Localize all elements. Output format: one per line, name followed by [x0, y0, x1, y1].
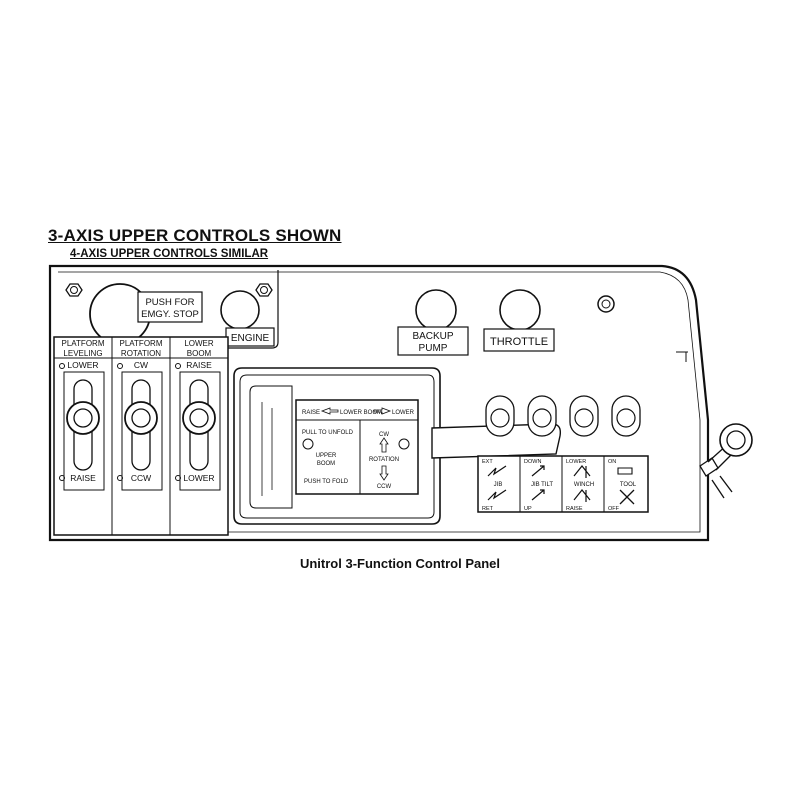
switch-1-top-label: LOWER: [67, 360, 98, 370]
bolt-top-left: [65, 283, 83, 297]
diagram-heading: 3-AXIS UPPER CONTROLS SHOWN: [48, 226, 342, 245]
decal-2-middle: JIB TILT: [531, 482, 553, 488]
placard-lower: LOWER: [392, 410, 415, 416]
switch-1-bottom-label: RAISE: [70, 473, 96, 483]
throttle-button[interactable]: [499, 289, 541, 331]
switch-2-header-2: ROTATION: [121, 349, 161, 358]
decal-1-top: EXT: [482, 459, 493, 465]
diagram-caption: Unitrol 3-Function Control Panel: [299, 556, 501, 571]
placard-cw: CW: [379, 432, 389, 438]
placard-raise: RAISE: [302, 410, 320, 416]
panel-outline: [48, 264, 710, 542]
left-upper-recess: [226, 270, 279, 349]
decal-1-middle: JIB: [494, 482, 503, 488]
diagram-subheading: 4-AXIS UPPER CONTROLS SIMILAR: [70, 248, 269, 260]
switch-3-bottom-label: LOWER: [183, 473, 214, 483]
switch-2-header-1: PLATFORM: [120, 339, 163, 348]
decal-3-bottom: RAISE: [566, 506, 583, 512]
decal-4-middle: TOOL: [620, 482, 637, 488]
panel-inner-edge: [58, 271, 701, 533]
decal-4-top: ON: [608, 459, 616, 465]
function-switch-4[interactable]: [611, 395, 641, 437]
switch-3-header-1: LOWER: [184, 339, 214, 348]
function-switch-3[interactable]: [569, 395, 599, 437]
switch-1-header-2: LEVELING: [63, 349, 102, 358]
switch-2-top-label: CW: [134, 360, 148, 370]
joystick-housing: [233, 367, 441, 525]
placard-upper-boom-2: BOOM: [317, 461, 335, 467]
switch-2-bottom-label: CCW: [131, 473, 151, 483]
decal-3-middle: WINCH: [574, 482, 594, 488]
emergency-stop-label-2: EMGY. STOP: [141, 309, 199, 320]
placard-upper-boom-1: UPPER: [316, 453, 337, 459]
engine-label: ENGINE: [231, 333, 270, 344]
decal-1-bottom: RET: [482, 506, 494, 512]
decal-4-bottom: OFF: [608, 506, 620, 512]
switch-3-header-2: BOOM: [187, 349, 212, 358]
backup-pump-label-1: BACKUP: [412, 331, 453, 342]
joystick-placard: [295, 399, 419, 495]
emergency-stop-label-1: PUSH FOR: [145, 297, 194, 308]
switch-1-header-1: PLATFORM: [62, 339, 105, 348]
backup-pump-button[interactable]: [415, 289, 457, 331]
placard-ccw: CCW: [377, 484, 392, 490]
hose-fitting: [699, 423, 753, 499]
placard-push-to-fold: PUSH TO FOLD: [304, 479, 349, 485]
switch-2-toggle[interactable]: [124, 379, 158, 471]
engine-button[interactable]: [220, 290, 260, 330]
throttle-label: THROTTLE: [490, 336, 548, 348]
decal-2-top: DOWN: [524, 459, 541, 465]
placard-pull-to-unfold: PULL TO UNFOLD: [302, 430, 354, 436]
switch-3-top-label: RAISE: [186, 360, 212, 370]
placard-lower-boom: LOWER BOOM: [340, 410, 382, 416]
function-switch-2[interactable]: [527, 395, 557, 437]
decal-3-top: LOWER: [566, 459, 586, 465]
function-decal-panel: [477, 455, 649, 513]
backup-pump-label-2: PUMP: [419, 343, 448, 354]
bolt-top-middle: [255, 283, 273, 297]
placard-rotation: ROTATION: [369, 457, 399, 463]
switch-3-toggle[interactable]: [182, 379, 216, 471]
bolt-top-right: [597, 295, 615, 313]
function-switch-1[interactable]: [485, 395, 515, 437]
switch-1-toggle[interactable]: [66, 379, 100, 471]
decal-2-bottom: UP: [524, 506, 532, 512]
